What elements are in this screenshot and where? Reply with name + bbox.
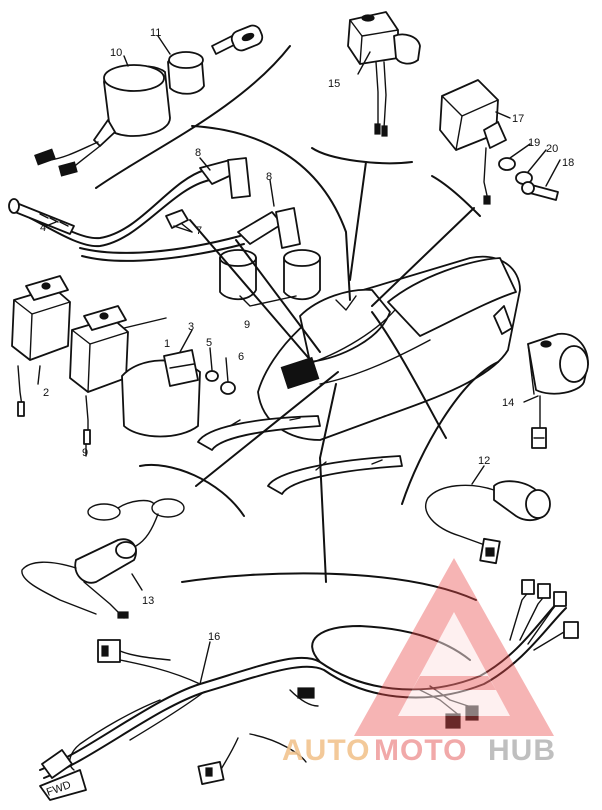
callout-ticks	[37, 35, 561, 685]
switch-14-assembly	[527, 332, 589, 449]
watermark-triangle	[354, 558, 554, 736]
callout-6: 6	[238, 351, 244, 363]
sensor-assembly	[425, 480, 551, 565]
callout-18: 18	[562, 157, 574, 169]
callout-19: 19	[528, 137, 540, 149]
callout-2: 2	[43, 387, 49, 399]
watermark-triangle-inner	[398, 612, 510, 716]
callout-8-wire: 8	[195, 147, 201, 159]
callout-9-terminal: 9	[82, 447, 88, 459]
callout-5: 5	[206, 337, 212, 349]
callout-8-wire-second: 8	[266, 171, 272, 183]
callout-20: 20	[546, 143, 558, 155]
ignition-switch-assembly	[34, 24, 264, 177]
callout-4: 4	[40, 222, 46, 234]
callout-15: 15	[328, 78, 340, 90]
relay-assembly	[347, 11, 421, 137]
callout-13: 13	[142, 595, 154, 607]
wire-harness	[39, 579, 579, 801]
ignition-coils	[11, 275, 236, 445]
callout-14: 14	[502, 397, 514, 409]
callout-3: 3	[188, 321, 194, 333]
callout-11: 11	[150, 27, 161, 39]
leader-lines	[95, 45, 499, 601]
watermark-logo	[354, 558, 554, 736]
bolt-part	[8, 198, 75, 235]
callout-7: 7	[196, 225, 202, 237]
callout-numbers: 1 2 3 4 5 6 7 8 8 9 9 10 11 12 13 14 15 …	[40, 27, 574, 643]
watermark-hub: HUB	[488, 734, 556, 767]
watermark-triangle-bar	[412, 676, 496, 690]
callout-17: 17	[512, 113, 524, 125]
watermark-text: AUTO MOTO HUB	[282, 734, 556, 767]
snowmobile-body	[197, 255, 521, 495]
stop-switch-assembly	[21, 498, 185, 619]
callout-16: 16	[208, 631, 220, 643]
watermark-auto: AUTO	[282, 734, 370, 767]
callout-1: 1	[164, 338, 170, 350]
callout-12: 12	[478, 455, 490, 467]
regulator-assembly	[439, 79, 559, 205]
watermark-moto: MOTO	[374, 734, 467, 767]
callout-10: 10	[110, 47, 122, 59]
callout-9-cap: 9	[244, 319, 250, 331]
plug-wire-and-caps	[29, 157, 321, 307]
